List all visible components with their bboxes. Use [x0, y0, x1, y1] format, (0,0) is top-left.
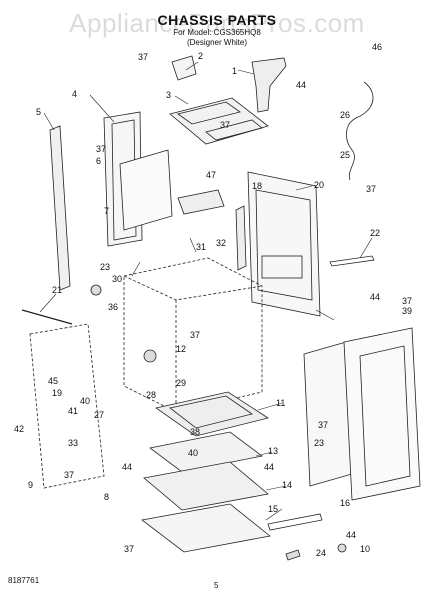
callout-9: 9 [28, 480, 33, 490]
callout-1: 1 [232, 66, 237, 76]
callout-10: 10 [360, 544, 370, 554]
callout-28: 28 [146, 390, 156, 400]
part-32-gas-valve [177, 189, 225, 215]
part-2-bracket [171, 55, 197, 81]
callout-39: 39 [402, 306, 412, 316]
callout-37-f: 37 [402, 296, 412, 306]
callout-44-d: 44 [264, 462, 274, 472]
document-number: 8187761 [8, 576, 40, 585]
part-25-power-cord [346, 81, 374, 181]
part-1-vent [251, 57, 287, 113]
callout-11: 11 [276, 398, 285, 408]
part-36-cap [90, 284, 102, 296]
callout-4: 4 [72, 89, 77, 99]
part-16-strip [267, 513, 323, 531]
callout-22: 22 [370, 228, 380, 238]
callout-44-b: 44 [370, 292, 380, 302]
part-20-rear-panel [247, 171, 321, 317]
callout-40-b: 40 [188, 448, 198, 458]
callout-46: 46 [372, 42, 382, 52]
diagram-title: CHASSIS PARTS [157, 12, 277, 28]
callout-25: 25 [340, 150, 350, 160]
callout-14: 14 [282, 480, 292, 490]
callout-23b: 23 [314, 438, 324, 448]
part-14-spreader [143, 461, 269, 511]
part-22-rod [329, 255, 375, 267]
oven-cavity [123, 257, 263, 413]
callout-31: 31 [196, 242, 206, 252]
callout-33: 33 [68, 438, 78, 448]
callout-37-i: 37 [124, 544, 134, 554]
part-7-insulation [119, 149, 173, 231]
callout-24: 24 [316, 548, 326, 558]
leader-lines [39, 61, 373, 521]
callout-15: 15 [268, 504, 278, 514]
callouts: 1 2 3 4 5 6 7 8 9 10 11 12 13 14 15 16 1… [14, 42, 412, 558]
variant-label: (Designer White) [186, 38, 247, 47]
callout-20: 20 [314, 180, 324, 190]
callout-32: 32 [216, 238, 226, 248]
callout-36: 36 [108, 302, 118, 312]
callout-44-a: 44 [296, 80, 306, 90]
callout-44-c: 44 [122, 462, 132, 472]
callout-37-b: 37 [220, 120, 230, 130]
callout-37-h: 37 [64, 470, 74, 480]
callout-8: 8 [104, 492, 109, 502]
callout-21: 21 [52, 285, 62, 295]
callout-26: 26 [340, 110, 350, 120]
part-21-side-panel [29, 323, 105, 489]
callout-7: 7 [104, 206, 109, 216]
part-door-frame [343, 327, 421, 501]
callout-18: 18 [252, 181, 262, 191]
callout-6: 6 [96, 156, 101, 166]
callout-16: 16 [340, 498, 350, 508]
callout-12: 12 [176, 344, 186, 354]
part-28-igniter [143, 349, 157, 363]
part-10-knob [337, 543, 347, 553]
callout-44-e: 44 [346, 530, 356, 540]
callout-40-a: 40 [80, 396, 90, 406]
watermark: AppliancePartsPros.com [69, 8, 365, 38]
callout-13: 13 [268, 446, 278, 456]
part-15-drawer-bottom [141, 503, 271, 553]
part-18-strip [235, 205, 247, 271]
callout-2: 2 [198, 51, 203, 61]
callout-29: 29 [176, 378, 186, 388]
callout-47: 47 [206, 170, 216, 180]
callout-37-e: 37 [366, 184, 376, 194]
callout-37-d: 37 [190, 330, 200, 340]
callout-3: 3 [166, 90, 171, 100]
callout-30: 30 [112, 274, 122, 284]
callout-37-g: 37 [318, 420, 328, 430]
part-11-oven-bottom [155, 391, 269, 437]
callout-19: 19 [52, 388, 62, 398]
part-24-clip [285, 549, 301, 561]
part-5-left-trim [49, 125, 71, 291]
part-13-burner-tray [149, 431, 263, 473]
callout-23a: 23 [100, 262, 110, 272]
page-number: 5 [214, 581, 219, 590]
callout-37-c: 37 [96, 144, 106, 154]
callout-41: 41 [68, 406, 78, 416]
callout-38: 38 [190, 427, 200, 437]
callout-27: 27 [94, 410, 104, 420]
callout-37-a: 37 [138, 52, 148, 62]
callout-5: 5 [36, 107, 41, 117]
model-label: For Model: CGS365HQ8 [173, 28, 261, 37]
callout-42: 42 [14, 424, 24, 434]
callout-45: 45 [48, 376, 58, 386]
